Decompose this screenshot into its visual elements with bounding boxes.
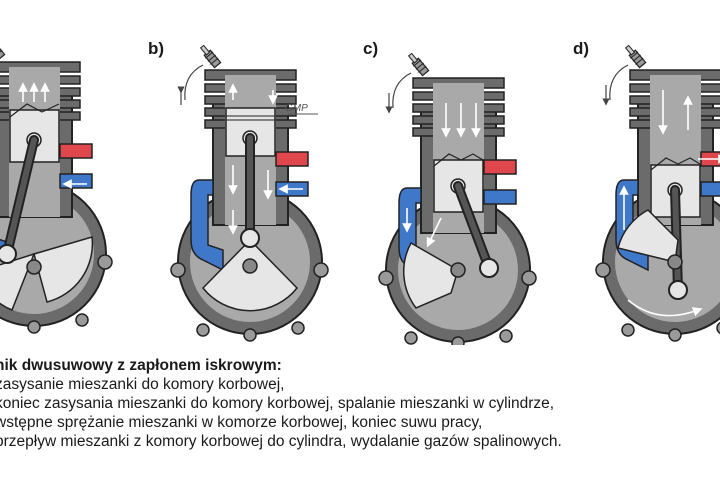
engine-panel-d — [595, 42, 720, 342]
gmp-label: GMP — [285, 103, 308, 114]
panel-label-d: d) — [573, 39, 589, 58]
engine-diagram: b) GMP c) — [0, 34, 720, 345]
engine-panel-b — [170, 42, 329, 342]
caption-title: nik dwusuwowy z zapłonem iskrowym: — [0, 357, 282, 374]
engine-panel-c — [378, 50, 537, 345]
caption-line-a: zasysanie mieszanki do komory korbowej, — [0, 376, 285, 393]
caption-line-d: przepływ mieszanki z komory korbowej do … — [0, 433, 562, 450]
panel-label-c: c) — [363, 39, 378, 58]
caption-line-c: wstępne sprężanie mieszanki w komorze ko… — [0, 414, 483, 431]
caption-line-b: koniec zasysania mieszanki do komory kor… — [0, 395, 555, 412]
panel-label-b: b) — [148, 39, 164, 58]
figure-caption: nik dwusuwowy z zapłonem iskrowym: zasys… — [0, 356, 720, 451]
engine-panel-a — [0, 34, 113, 334]
